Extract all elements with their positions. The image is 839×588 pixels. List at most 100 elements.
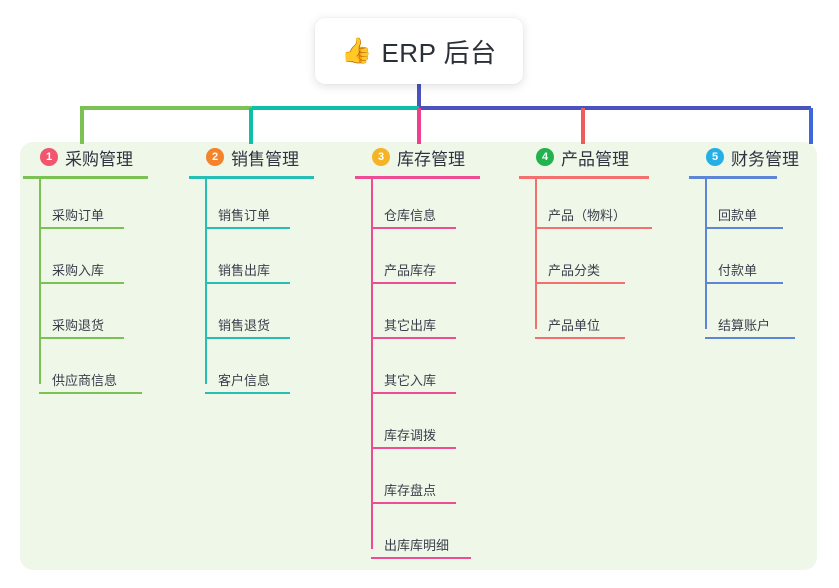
leaf-item[interactable]: 销售出库 [188,234,353,289]
column-header-rule-finance [689,176,777,179]
column-inventory: 3 库存管理仓库信息产品库存其它出库其它入库库存调拨库存盘点出库库明细 [354,144,519,564]
leaf-item-rule [535,282,625,284]
leaf-item-label: 其它出库 [384,318,437,333]
leaf-item-label: 库存盘点 [384,483,437,498]
leaf-item-rule [371,282,456,284]
leaf-item-label: 结算账户 [718,318,771,333]
leaf-item[interactable]: 产品库存 [354,234,519,289]
leaf-item-label: 其它入库 [384,373,437,388]
column-header-purchase[interactable]: 1 采购管理 [22,144,187,170]
leaf-item[interactable]: 其它出库 [354,289,519,344]
leaf-item-rule [39,227,124,229]
leaf-item-rule [535,337,625,339]
drop-inventory [417,108,421,144]
leaf-item-label: 供应商信息 [52,373,118,388]
column-header-inventory[interactable]: 3 库存管理 [354,144,519,170]
leaf-item-rule [39,282,124,284]
leaf-item[interactable]: 客户信息 [188,344,353,399]
column-title-finance: 财务管理 [731,149,799,169]
leaf-item-rule [205,337,290,339]
leaf-item[interactable]: 产品分类 [518,234,688,289]
leaf-item-rule [371,227,456,229]
column-sales: 2 销售管理销售订单销售出库销售退货客户信息 [188,144,353,399]
leaf-item[interactable]: 其它入库 [354,344,519,399]
thumbs-up-emoji: 👍 [341,36,373,65]
column-title-purchase: 采购管理 [65,149,133,169]
leaf-item-label: 采购入库 [52,263,105,278]
leaf-item-rule [705,282,783,284]
drop-sales [249,108,253,144]
leaf-item-label: 库存调拨 [384,428,437,443]
root-title-card[interactable]: 👍 ERP 后台 [315,18,523,84]
leaf-item-rule [205,227,290,229]
number-badge-sales: 2 [206,148,224,166]
leaf-item[interactable]: 出库库明细 [354,509,519,564]
leaf-item-rule [705,337,795,339]
column-spine-purchase [39,179,41,384]
leaf-item-label: 销售出库 [218,263,271,278]
page-title: ERP 后台 [381,37,497,68]
column-header-rule-inventory [355,176,480,179]
leaf-item-label: 采购订单 [52,208,105,223]
leaf-item-label: 回款单 [718,208,758,223]
leaf-item-label: 出库库明细 [384,538,450,553]
leaf-item[interactable]: 库存盘点 [354,454,519,509]
leaf-item-label: 采购退货 [52,318,105,333]
column-header-rule-purchase [23,176,148,179]
leaf-item-rule [371,447,456,449]
segment-teal [252,106,419,110]
leaf-item[interactable]: 销售订单 [188,179,353,234]
column-header-sales[interactable]: 2 销售管理 [188,144,353,170]
column-header-rule-product [519,176,649,179]
mindmap-panel [20,142,817,570]
column-spine-sales [205,179,207,384]
leaf-item[interactable]: 采购退货 [22,289,187,344]
column-header-rule-sales [189,176,314,179]
leaf-item-rule [371,392,456,394]
leaf-item[interactable]: 结算账户 [688,289,816,344]
leaf-item[interactable]: 付款单 [688,234,816,289]
leaf-item[interactable]: 回款单 [688,179,816,234]
column-title-inventory: 库存管理 [397,149,465,169]
leaf-item-rule [205,392,290,394]
column-product: 4 产品管理产品（物料） 产品分类产品单位 [518,144,688,344]
leaf-item-label: 仓库信息 [384,208,437,223]
segment-green [80,106,252,110]
number-badge-product: 4 [536,148,554,166]
column-spine-product [535,179,537,329]
leaf-item-label: 销售订单 [218,208,271,223]
leaf-item[interactable]: 供应商信息 [22,344,187,399]
segment-indigo [419,106,811,110]
leaf-item[interactable]: 产品（物料） [518,179,688,234]
leaf-item-label: 产品（物料） [548,208,627,223]
drop-finance [809,108,813,144]
leaf-item-rule [39,337,124,339]
leaf-item-label: 客户信息 [218,373,271,388]
column-title-product: 产品管理 [561,149,629,169]
leaf-item[interactable]: 采购订单 [22,179,187,234]
root-stem-connector [417,82,421,110]
leaf-item[interactable]: 采购入库 [22,234,187,289]
leaf-item[interactable]: 产品单位 [518,289,688,344]
column-title-sales: 销售管理 [231,149,299,169]
leaf-item-label: 产品库存 [384,263,437,278]
drop-product [581,108,585,144]
leaf-item-label: 产品分类 [548,263,601,278]
leaf-item-rule [705,227,783,229]
leaf-item-label: 产品单位 [548,318,601,333]
column-header-product[interactable]: 4 产品管理 [518,144,688,170]
number-badge-inventory: 3 [372,148,390,166]
leaf-item[interactable]: 仓库信息 [354,179,519,234]
leaf-item-rule [205,282,290,284]
number-badge-purchase: 1 [40,148,58,166]
leaf-item-rule [371,557,471,559]
column-spine-inventory [371,179,373,549]
leaf-item-rule [535,227,652,229]
leaf-item-rule [371,337,456,339]
leaf-item-label: 付款单 [718,263,758,278]
leaf-item[interactable]: 销售退货 [188,289,353,344]
column-purchase: 1 采购管理采购订单采购入库采购退货供应商信息 [22,144,187,399]
leaf-item[interactable]: 库存调拨 [354,399,519,454]
